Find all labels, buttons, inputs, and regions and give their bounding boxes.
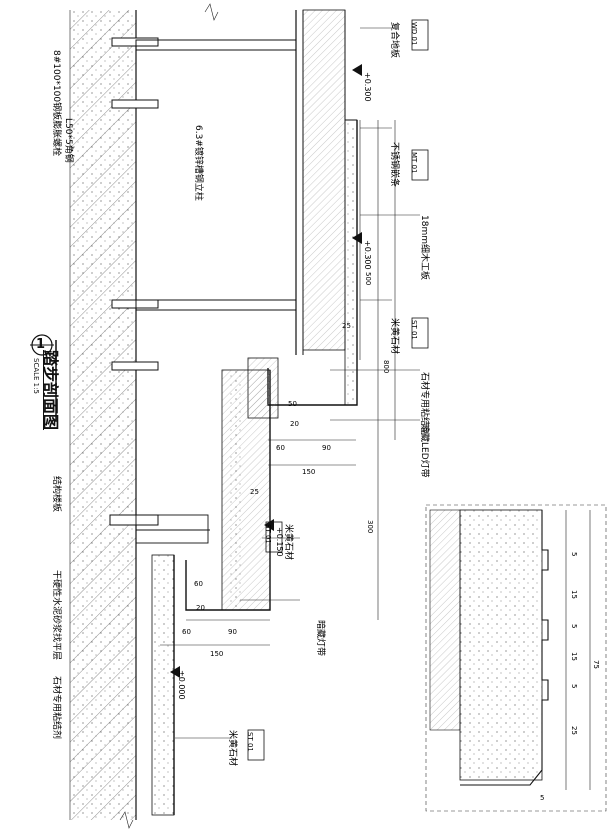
drawing-number: 1: [36, 337, 46, 352]
lower-step: [151, 369, 271, 816]
detail-box: [425, 504, 607, 812]
tag-st-01-a: ST 01: [410, 320, 418, 340]
dim-detail-0: 5: [570, 552, 578, 557]
label-hidden-strip: 暗藏灯带: [315, 620, 325, 657]
label-led-strip: 暗藏LED灯带: [419, 424, 429, 478]
tag-mt-text: 不锈钢嵌条: [389, 142, 399, 188]
dim-detail-1: 15: [570, 590, 578, 599]
drawing-title: 踏步剖面图: [41, 350, 60, 431]
dim-lower-1: 20: [196, 604, 205, 612]
label-angle-steel: L50*5角钢: [63, 118, 73, 163]
tag-st-text-b: 米黄石材: [283, 524, 293, 561]
dim-detail-3: 15: [570, 652, 578, 661]
dim-upper-2: 20: [290, 420, 299, 428]
level-0: +0.300: [363, 72, 372, 102]
dim-vert-2: 300: [366, 520, 374, 534]
steel-frame: [135, 10, 304, 544]
dim-detail-6: 5: [540, 794, 545, 802]
dim-upper-5: 150: [302, 468, 316, 476]
level-3: ±0.000: [177, 670, 186, 700]
drawing-scale: SCALE 1:5: [32, 358, 40, 394]
dim-detail-5: 25: [570, 726, 578, 735]
label-channel-column: 6.3#镀锌槽钢立柱: [193, 125, 203, 201]
label-mortar-layer: 干硬性水泥砂浆找平层: [51, 570, 61, 661]
tag-wd-text: 复合地板: [389, 22, 399, 59]
tag-st-text-a: 米黄石材: [389, 318, 399, 355]
dim-upper-0: 25: [342, 322, 351, 330]
structural-slab: [69, 10, 137, 820]
dim-vert-0: 500: [364, 272, 372, 286]
dim-upper-3: 60: [276, 444, 285, 452]
level-2: +0.150: [275, 527, 284, 557]
level-1: +0.300: [363, 240, 372, 270]
dim-lower-3: 90: [228, 628, 237, 636]
dim-upper-4: 90: [322, 444, 331, 452]
label-structural-slab: 结构楼板: [51, 476, 61, 513]
tag-boxes: [247, 19, 429, 761]
tag-mt-01: MT 01: [410, 152, 418, 174]
dim-lower-0: 60: [194, 580, 203, 588]
dim-lower-2: 60: [182, 628, 191, 636]
dim-upper-1: 50: [288, 400, 297, 408]
anchor-bolts: [109, 37, 159, 526]
tag-st-01-c: ST 01: [246, 732, 254, 752]
tag-st-01-b: ST 01: [264, 524, 272, 544]
dim-lower-4: 150: [210, 650, 224, 658]
break-lines: [119, 3, 219, 829]
tag-st-text-c: 米黄石材: [227, 730, 237, 767]
dim-detail-4: 5: [570, 684, 578, 689]
dim-upper-6: 25: [250, 488, 259, 496]
label-plywood: 18mm细木工板: [419, 215, 429, 280]
dim-detail-2: 5: [570, 624, 578, 629]
leaders: [175, 27, 420, 739]
tag-wd-01: WD 01: [410, 22, 418, 46]
dim-detail-7: 75: [592, 660, 600, 669]
label-adhesive-lower: 石材专用粘结剂: [51, 676, 61, 740]
dim-vert-1: 800: [382, 360, 390, 374]
drawing-title-block: [30, 334, 57, 420]
